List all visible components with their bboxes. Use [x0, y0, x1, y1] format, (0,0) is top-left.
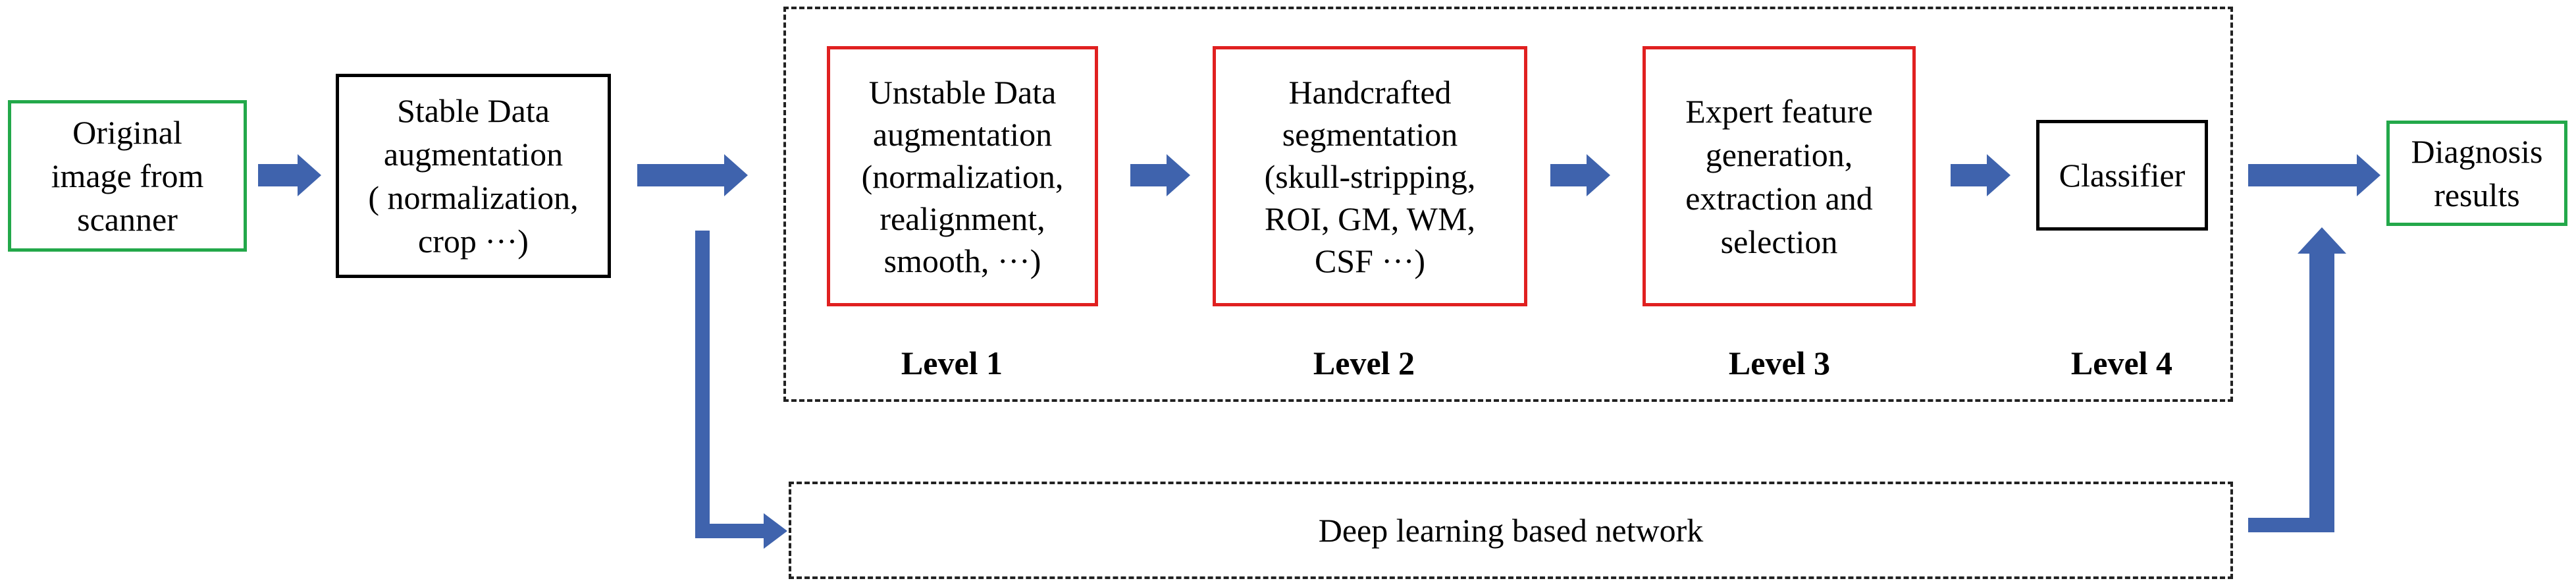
arrow-level3-to-level4 — [1951, 154, 2011, 196]
stable-augmentation-node: Stable Data augmentation ( normalization… — [336, 74, 611, 278]
arrow-deep-network-to-diagnosis — [2248, 227, 2346, 532]
level-1-label: Level 1 — [901, 345, 1003, 381]
handcrafted-segmentation-node: Handcrafted segmentation (skull-strippin… — [1213, 46, 1527, 306]
deep-network-box — [789, 482, 2233, 579]
arrow-level1-to-level2 — [1130, 154, 1190, 196]
original-image-node: Original image from scanner — [8, 100, 247, 252]
level-3-label: Level 3 — [1728, 345, 1831, 381]
deep-network-label: Deep learning based network — [1318, 512, 1704, 549]
arrow-original-to-stable — [258, 154, 321, 196]
classifier-node: Classifier — [2036, 120, 2208, 231]
level-2-label: Level 2 — [1313, 345, 1415, 381]
diagnosis-results-node: Diagnosis results — [2386, 121, 2567, 226]
expert-feature-node: Expert feature generation, extraction an… — [1643, 46, 1916, 306]
arrow-stable-to-deep-network — [695, 231, 787, 549]
level-4-label: Level 4 — [2070, 345, 2173, 381]
unstable-augmentation-node: Unstable Data augmentation (normalizatio… — [827, 46, 1098, 306]
arrow-stable-to-pipeline — [637, 154, 748, 196]
arrow-level2-to-level3 — [1550, 154, 1610, 196]
traditional-pipeline-box — [783, 7, 2233, 402]
arrow-classifier-to-diagnosis — [2248, 154, 2380, 196]
